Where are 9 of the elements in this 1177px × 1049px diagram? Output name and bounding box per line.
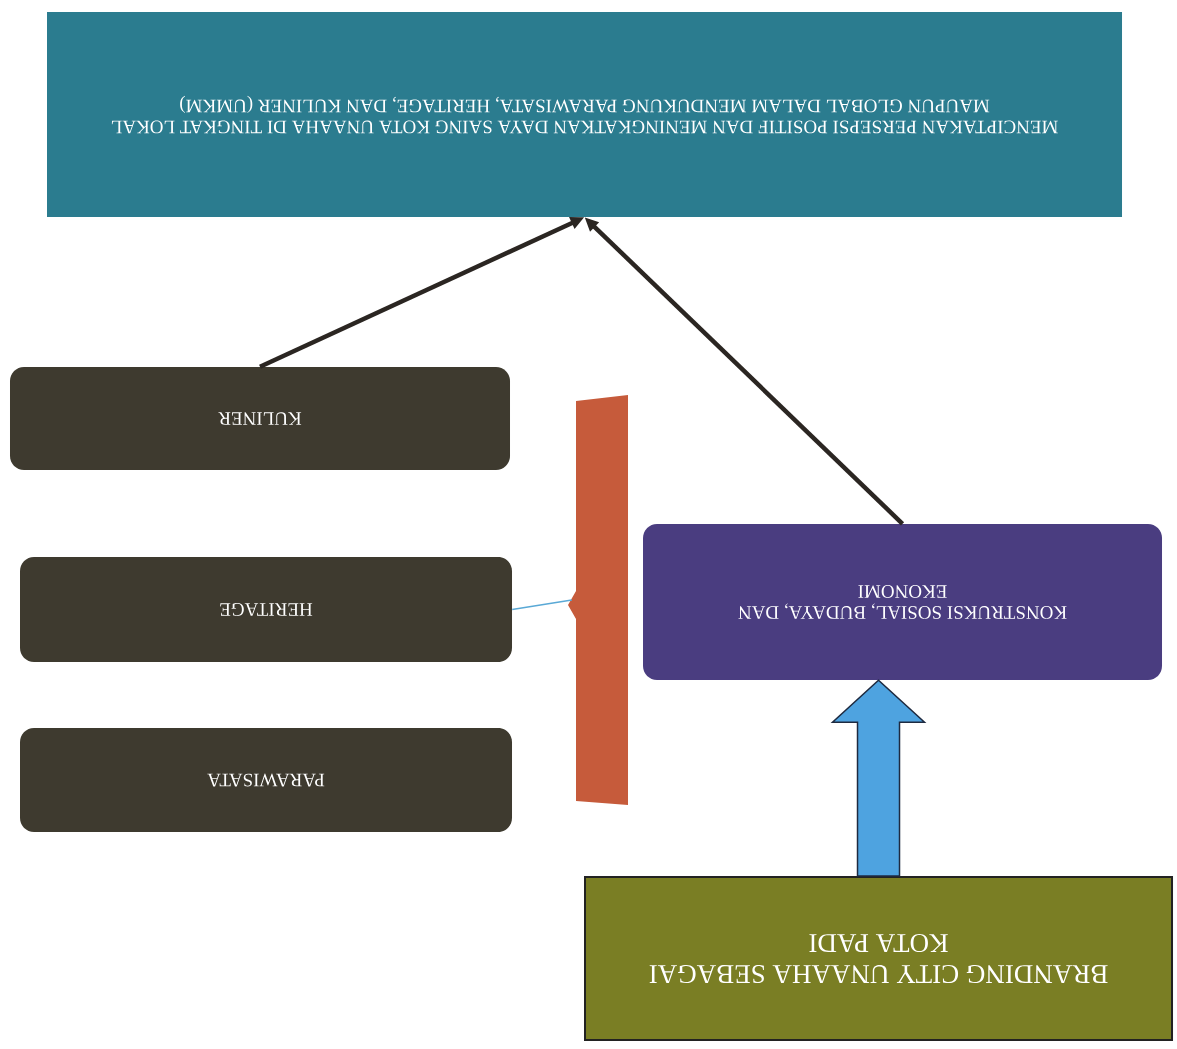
connector-line [511,599,573,611]
start-box: BRANDING CITY UNAAHA SEBAGAI KOTA PADI [584,876,1173,1041]
category-box: KULINER [10,367,510,470]
category-box: PARAWISATA [20,728,512,832]
process-box: KONSTRUKSI SOSIAL, BUDAYA, DAN EKONOMI [643,524,1162,680]
goal-box: MENCIPTAKAN PERSEPSI POSITIF DAN MENINGKATKAN DAYA SAING KOTA UNAAHA DI TINGKAT LOKAL MAUPUN GLOBAL DALAM MENDUKUNG PARAWISATA, HERITAGE, DAN KULINER (UMKM) [47,12,1122,217]
arrow [830,679,927,877]
brace [568,395,628,805]
category-box: HERITAGE [20,557,512,662]
